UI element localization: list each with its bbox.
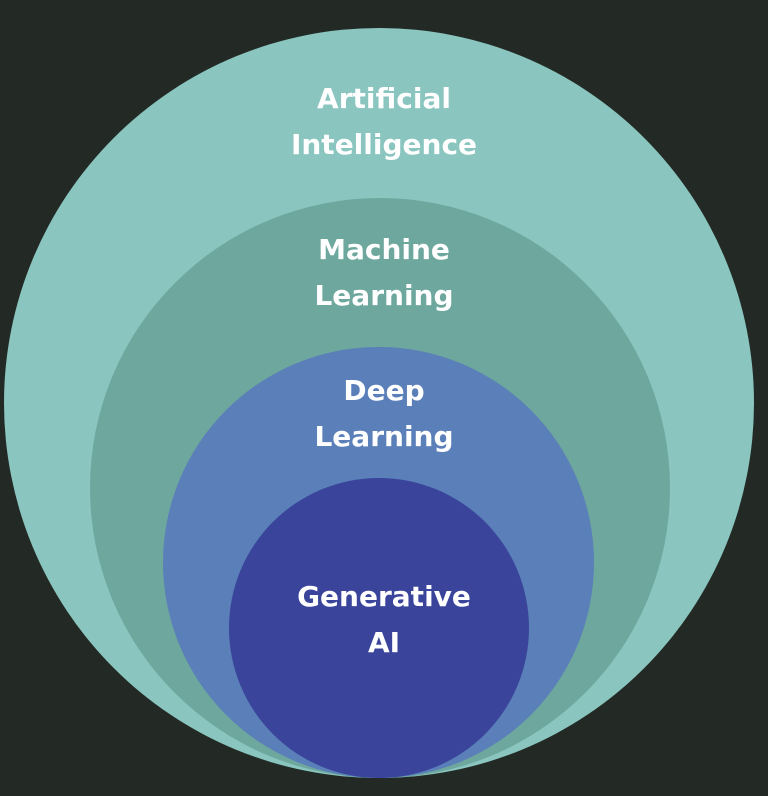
label-generative-ai: Generative AI (0, 574, 768, 666)
label-line: Learning (314, 420, 454, 453)
label-line: Machine (318, 233, 450, 266)
label-deep-learning: Deep Learning (0, 368, 768, 460)
label-line: Deep (343, 374, 425, 407)
label-line: Artificial (317, 82, 451, 115)
label-line: Generative (297, 580, 471, 613)
label-line: Intelligence (290, 128, 478, 161)
circle-generative-ai (229, 478, 529, 778)
label-machine-learning: Machine Learning (0, 227, 768, 319)
label-line: AI (367, 626, 401, 659)
label-artificial-intelligence: Artificial Intelligence (0, 76, 768, 168)
label-line: Learning (314, 279, 454, 312)
